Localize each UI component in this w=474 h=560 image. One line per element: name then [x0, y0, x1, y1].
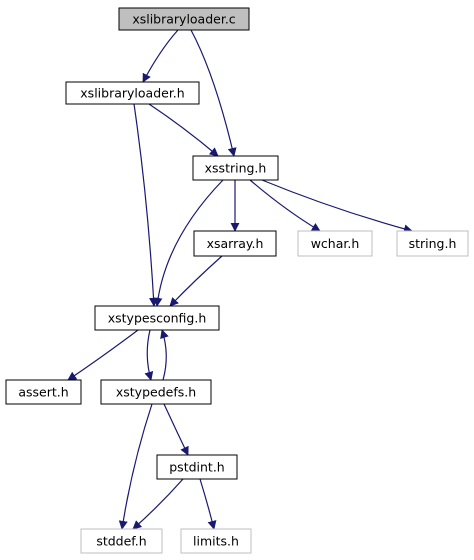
node-box — [297, 230, 373, 257]
node-box — [180, 528, 252, 554]
node-box — [65, 81, 200, 105]
node-label: xsstring.h — [205, 161, 267, 176]
node-xstypedefs-h[interactable]: xstypedefs.h — [100, 379, 212, 405]
edges-layer — [67, 29, 413, 530]
edge-xslibraryloader-c-to-xslibraryloader-h — [142, 29, 179, 83]
node-label: limits.h — [193, 534, 239, 549]
node-box — [118, 7, 250, 31]
node-label: wchar.h — [311, 236, 360, 251]
node-pstdint-h[interactable]: pstdint.h — [156, 454, 238, 480]
node-assert-h[interactable]: assert.h — [5, 379, 82, 405]
node-xsarray-h[interactable]: xsarray.h — [193, 230, 277, 257]
node-box — [80, 528, 163, 554]
node-xstypesconfig-h[interactable]: xstypesconfig.h — [94, 305, 220, 331]
edge-xstypesconfig-h-to-xstypedefs-h — [144, 329, 154, 381]
node-limits-h: limits.h — [180, 528, 252, 554]
edge-pstdint-h-to-limits-h — [199, 478, 217, 530]
node-label: xstypesconfig.h — [108, 311, 207, 326]
edge-xslibraryloader-h-to-xstypesconfig-h — [133, 103, 159, 307]
node-stddef-h: stddef.h — [80, 528, 163, 554]
nodes-layer: xslibraryloader.c xslibraryloader.h xsstri… — [5, 7, 469, 554]
edge-xsstring-h-to-string-h — [261, 179, 413, 234]
node-label: xslibraryloader.h — [80, 86, 184, 101]
node-box — [100, 379, 212, 405]
edge-xstypesconfig-h-to-assert-h — [67, 329, 139, 381]
edge-xsarray-h-to-xstypesconfig-h — [169, 255, 223, 307]
edge-pstdint-h-to-stddef-h — [132, 478, 184, 530]
edge-xsstring-h-to-xstypesconfig-h — [153, 179, 224, 307]
node-label: xslibraryloader.c — [132, 12, 235, 27]
node-label: stddef.h — [96, 534, 146, 549]
edge-xslibraryloader-c-to-xsstring-h — [190, 29, 237, 157]
node-box — [5, 379, 82, 405]
node-box — [94, 305, 220, 331]
node-label: string.h — [409, 236, 457, 251]
node-box — [396, 230, 469, 257]
node-label: xsarray.h — [207, 236, 264, 251]
edge-xstypedefs-h-to-stddef-h — [118, 403, 153, 530]
node-xslibraryloader-h[interactable]: xslibraryloader.h — [65, 81, 200, 105]
node-box — [193, 230, 277, 257]
node-xsstring-h[interactable]: xsstring.h — [192, 155, 279, 181]
node-label: xstypedefs.h — [116, 385, 196, 400]
edge-xsstring-h-to-wchar-h — [249, 179, 321, 232]
node-label: assert.h — [18, 385, 68, 400]
node-box — [192, 155, 279, 181]
node-xslibraryloader-c[interactable]: xslibraryloader.c — [118, 7, 250, 31]
node-string-h: string.h — [396, 230, 469, 257]
edge-xstypedefs-h-to-pstdint-h — [163, 403, 189, 456]
node-label: pstdint.h — [169, 460, 224, 475]
edge-xslibraryloader-h-to-xsstring-h — [148, 103, 219, 157]
edge-xstypedefs-h-to-xstypesconfig-h — [160, 329, 169, 381]
node-box — [156, 454, 238, 480]
node-wchar-h: wchar.h — [297, 230, 373, 257]
